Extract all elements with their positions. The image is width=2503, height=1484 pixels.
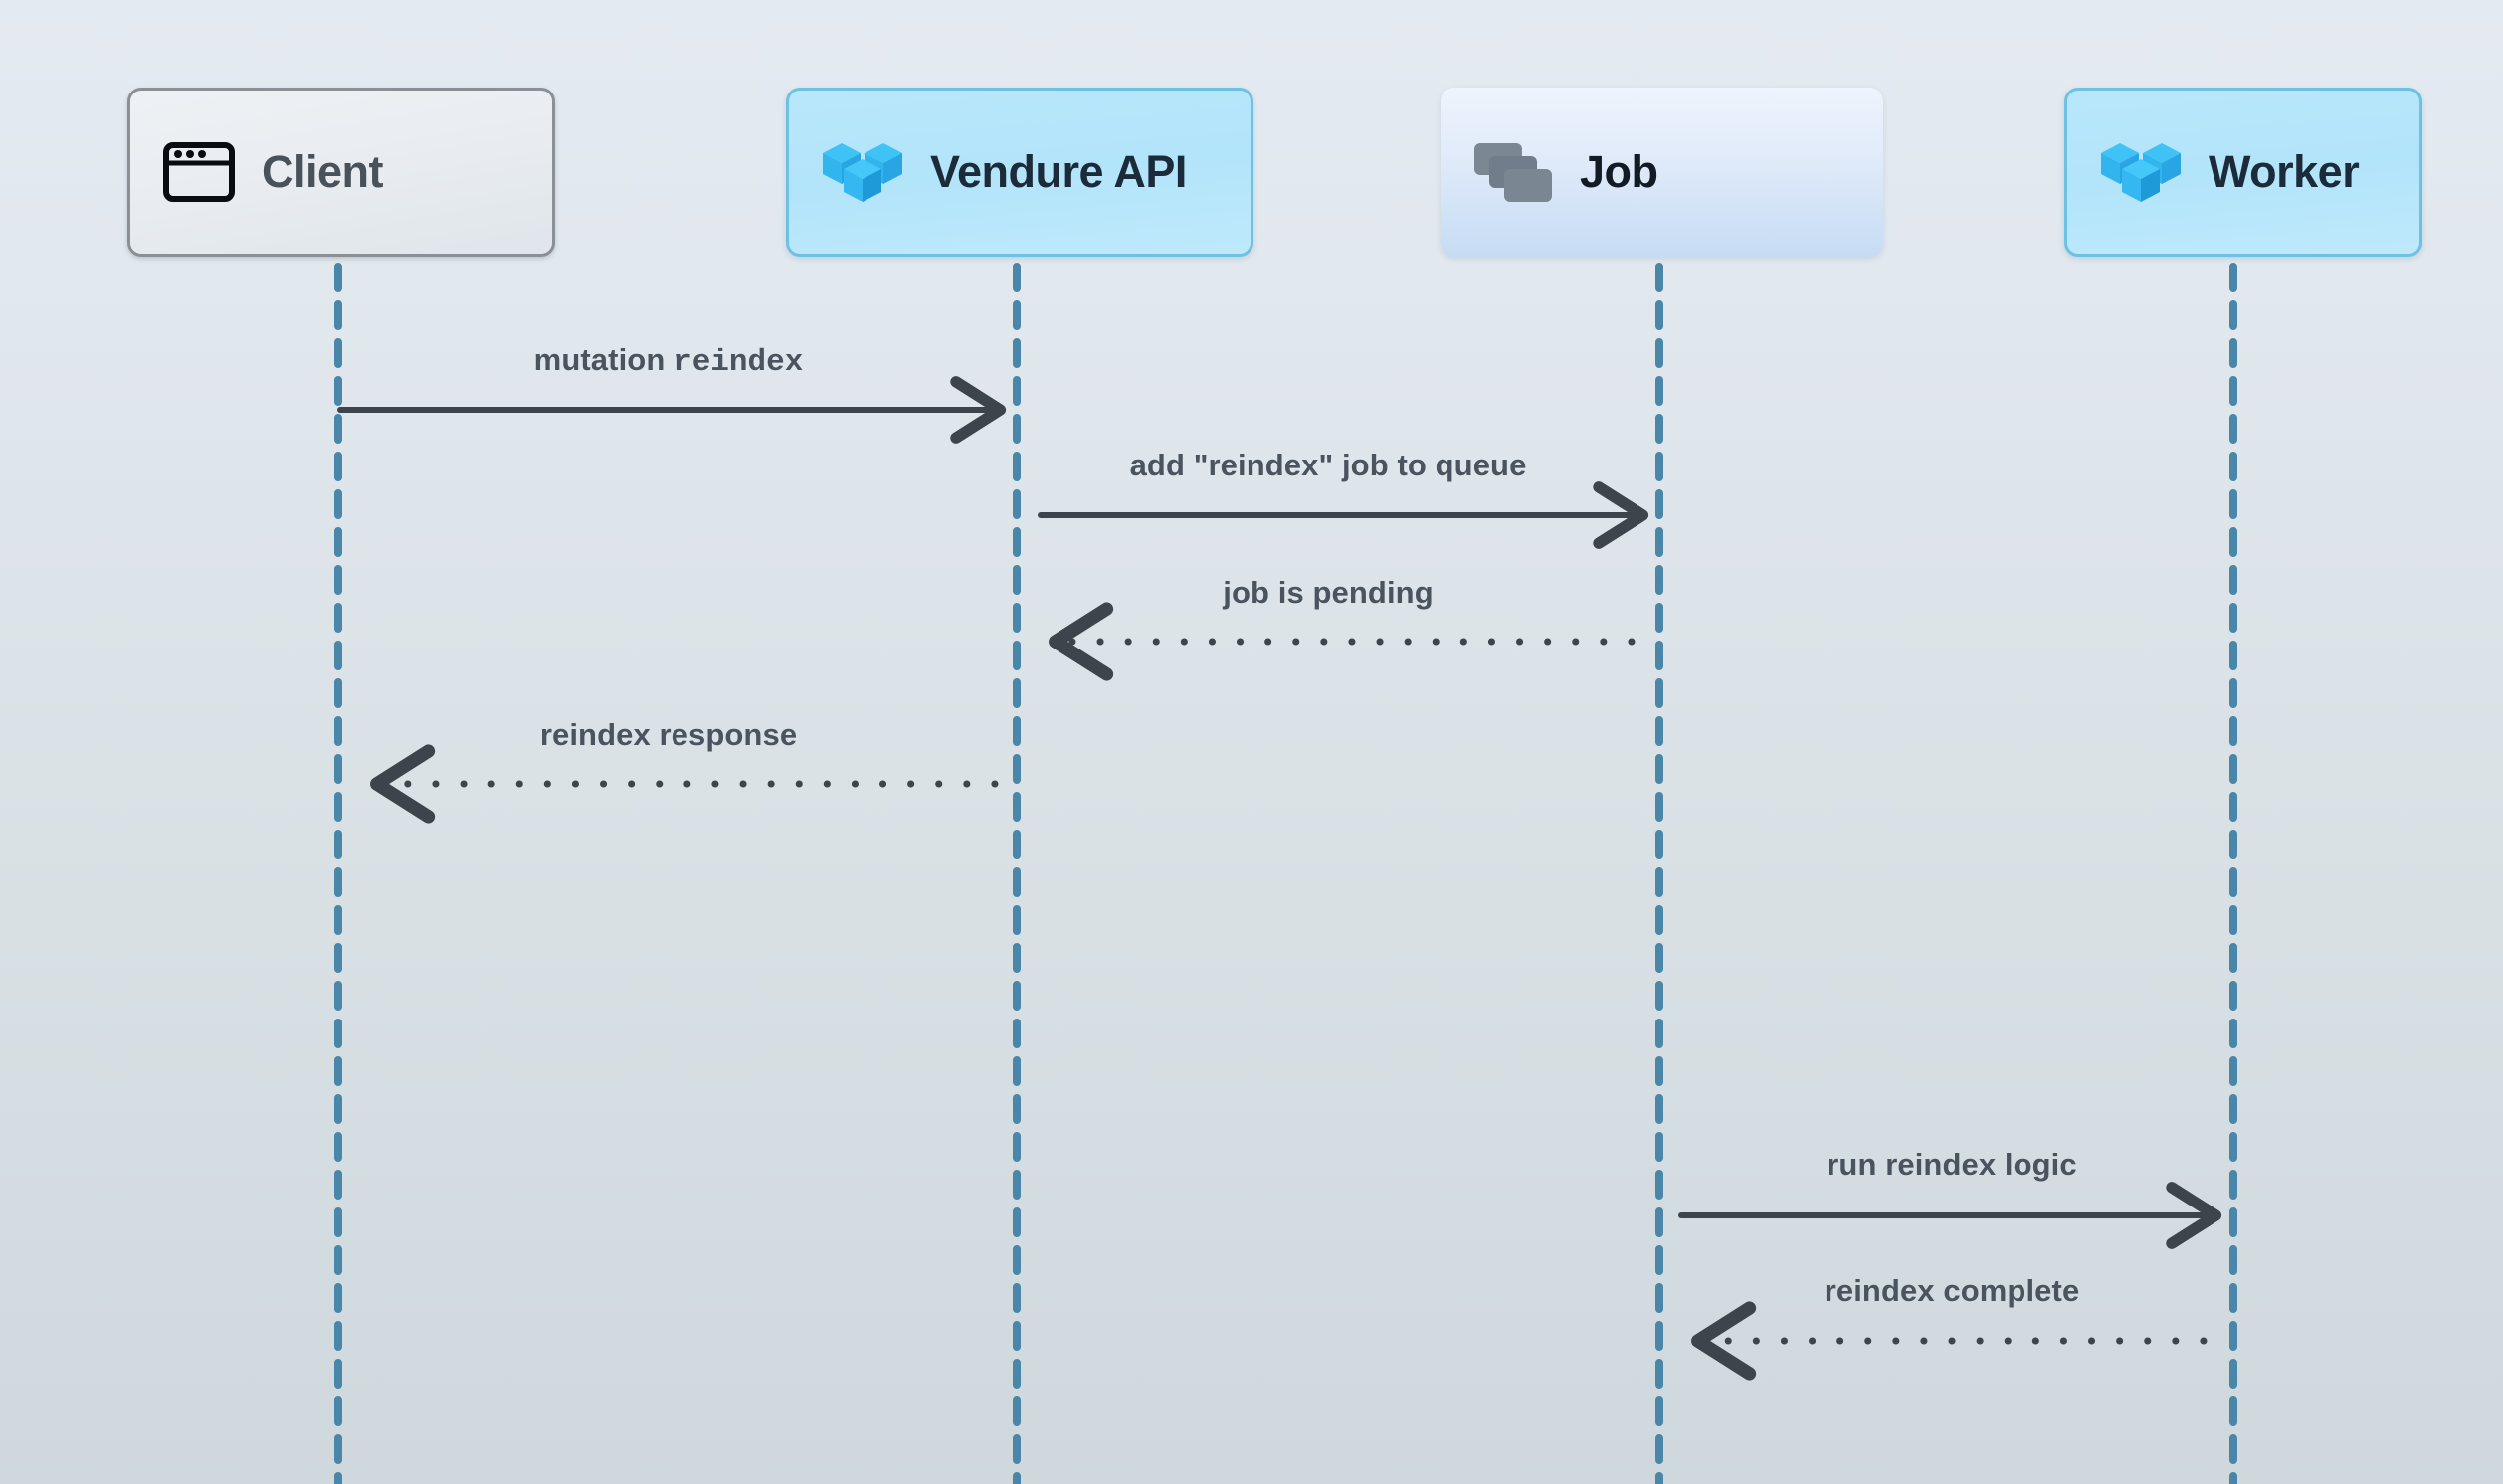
lifelines (334, 263, 2237, 1484)
message-label-2: add "reindex" job to queue (1129, 448, 1527, 482)
message-label-1-text: mutation (533, 342, 666, 377)
participant-label-job: Job (1580, 146, 1658, 197)
message-label-1-code: reindex (674, 345, 804, 380)
participant-label-worker: Worker (2209, 146, 2360, 197)
vendure-cubes-logo (2101, 143, 2181, 202)
participant-label-vendure-api: Vendure API (930, 146, 1187, 197)
participant-vendure-api[interactable]: Vendure API (786, 88, 1253, 257)
message-label-6: reindex complete (1824, 1273, 2080, 1308)
message-label-4: reindex response (539, 717, 798, 752)
participant-worker[interactable]: Worker (2064, 88, 2422, 257)
participant-client[interactable]: Client (127, 88, 555, 257)
message-label-1: mutation reindex (534, 342, 804, 380)
message-label-5: run reindex logic (1827, 1147, 2077, 1182)
message-label-3: job is pending (1223, 575, 1434, 610)
participant-job[interactable]: Job (1441, 88, 1883, 257)
participant-label-client: Client (262, 146, 384, 197)
stacked-cards-icon (1474, 143, 1552, 202)
vendure-cubes-logo (823, 143, 902, 202)
browser-window-icon (163, 142, 235, 202)
